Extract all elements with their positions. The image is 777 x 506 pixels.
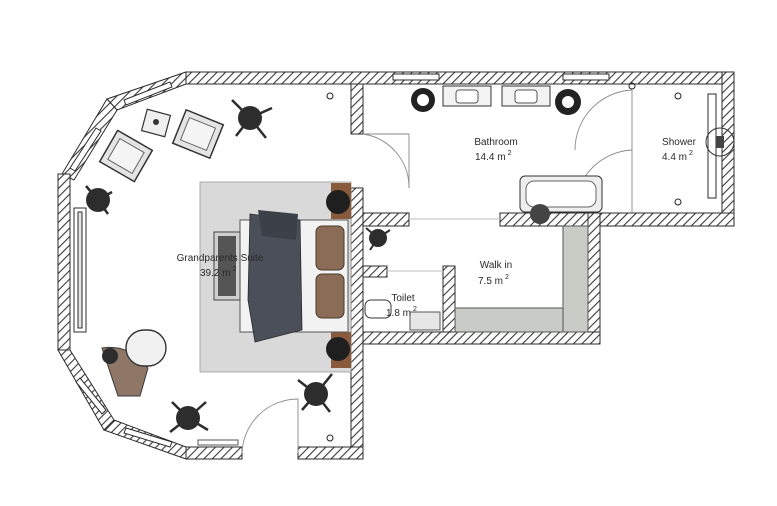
walkin-furniture bbox=[364, 225, 589, 333]
svg-text:4.4 m2: 4.4 m2 bbox=[662, 150, 693, 163]
suite-furniture bbox=[85, 82, 682, 446]
counter bbox=[562, 225, 589, 333]
plant-icon bbox=[297, 373, 333, 413]
room-name-walkin: Walk in bbox=[480, 260, 512, 271]
room-name-suite: Grandparents Suite bbox=[177, 253, 264, 264]
room-name-toilet: Toilet bbox=[391, 293, 415, 304]
lamp-icon bbox=[326, 337, 350, 361]
plant-icon bbox=[169, 401, 209, 433]
room-name-shower: Shower bbox=[662, 137, 697, 148]
armchair-icon bbox=[171, 108, 225, 160]
pillow bbox=[315, 225, 345, 271]
plant-icon bbox=[365, 227, 391, 251]
ceiling-light-icon bbox=[326, 82, 682, 442]
counter bbox=[454, 307, 564, 333]
armchair-icon bbox=[98, 129, 154, 183]
plant-icon bbox=[85, 185, 113, 215]
svg-text:1.8 m2: 1.8 m2 bbox=[386, 306, 417, 319]
svg-text:39.2 m2: 39.2 m2 bbox=[200, 266, 237, 279]
svg-text:14.4 m2: 14.4 m2 bbox=[475, 150, 512, 163]
room-name-bathroom: Bathroom bbox=[474, 137, 517, 148]
toilet-icon bbox=[364, 299, 392, 319]
plant-icon bbox=[231, 99, 273, 139]
armchair-icon bbox=[101, 329, 167, 397]
windows bbox=[69, 73, 717, 448]
lamp-icon bbox=[326, 190, 350, 214]
svg-text:7.5 m2: 7.5 m2 bbox=[478, 274, 509, 287]
bathroom-furniture bbox=[411, 85, 735, 224]
pillow bbox=[315, 273, 345, 319]
